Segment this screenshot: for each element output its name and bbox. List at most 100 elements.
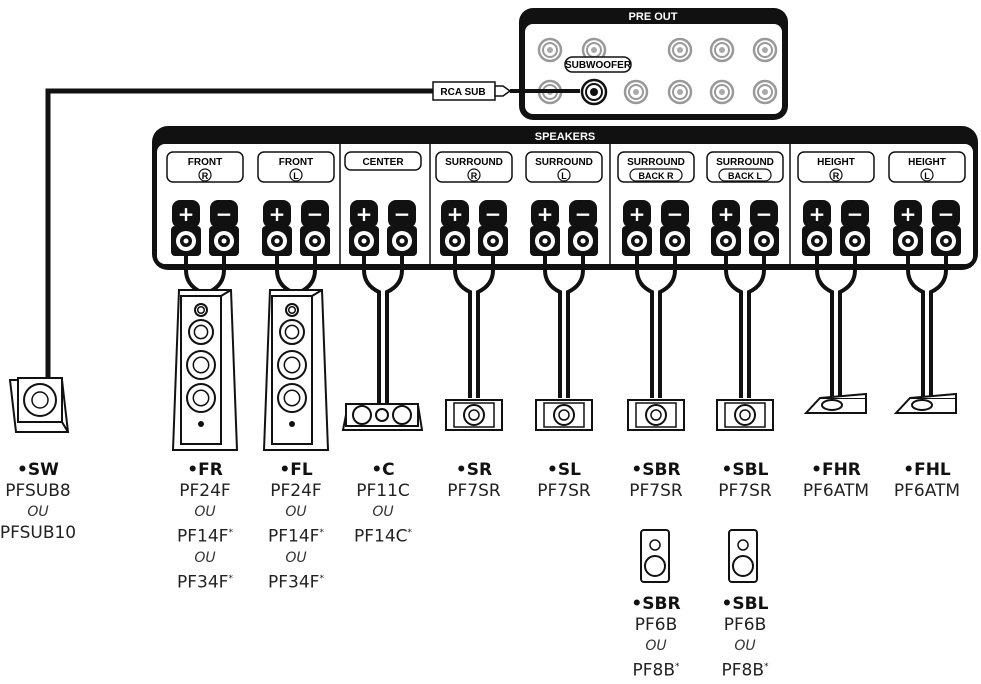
label-sbr-line1: PF7SR	[629, 481, 683, 501]
label-sbr2-ou1: OU	[645, 638, 667, 654]
terminal-minus: −	[660, 200, 690, 256]
channel-2: CENTER+−	[344, 151, 422, 256]
label-sbl2-line1: PF6B	[723, 615, 767, 635]
svg-text:−: −	[575, 202, 592, 226]
channel-sub: L	[293, 171, 299, 181]
channel-name: SURROUND	[627, 157, 685, 168]
label-fl-line1: PF24F	[270, 481, 322, 501]
front-height-right-speaker	[803, 392, 867, 414]
subwoofer-speaker	[8, 377, 70, 433]
svg-text:+: +	[269, 202, 286, 226]
label-fl-ou2: OU	[285, 549, 307, 566]
terminal-minus: −	[478, 200, 508, 256]
label-sbr2: •SBR PF6B OU PF8B*	[631, 594, 680, 682]
cable-pair-2	[362, 255, 404, 404]
channel-name: SURROUND	[445, 157, 503, 168]
center-speaker	[341, 403, 424, 431]
cable-pair-7	[815, 255, 857, 400]
terminal-plus: +	[622, 200, 652, 256]
cable-pair-4	[543, 255, 585, 398]
label-sbr2-line2: PF8B	[632, 660, 676, 681]
label-c-ou1: OU	[372, 504, 394, 520]
label-sr-line1: PF7SR	[447, 481, 501, 501]
subwoofer-label: SUBWOOFER	[565, 60, 632, 71]
svg-text:+: +	[900, 202, 917, 226]
channel-name: SURROUND	[716, 157, 774, 168]
speaker-cables	[184, 255, 948, 404]
label-sbl: •SBL PF7SR	[718, 460, 771, 502]
terminal-plus: +	[802, 200, 832, 256]
label-sw-code: •SW	[17, 460, 59, 480]
label-sbl2: •SBL PF6B OU PF8B*	[721, 594, 768, 682]
svg-text:+: +	[356, 202, 373, 226]
label-sbl2-asterisk1: *	[764, 662, 769, 672]
label-fr-asterisk2: *	[228, 573, 233, 584]
channel-sub: L	[924, 171, 930, 181]
label-fl-ou1: OU	[285, 504, 307, 520]
cable-pair-6	[724, 255, 766, 398]
label-fr-line1: PF24F	[179, 481, 231, 501]
label-sbl-line1: PF7SR	[718, 481, 772, 501]
label-fl-line3: PF34F	[268, 572, 320, 593]
label-fr-code: •FR	[187, 460, 223, 480]
svg-text:+: +	[809, 202, 826, 226]
terminal-plus: +	[171, 200, 201, 256]
terminal-minus: −	[749, 200, 779, 256]
label-fhl-line1: PF6ATM	[893, 481, 961, 501]
cable-pair-8	[906, 255, 948, 400]
terminal-plus: +	[440, 200, 470, 256]
label-sr: •SR PF7SR	[447, 460, 500, 502]
label-sw-ou1: OU	[27, 504, 49, 520]
terminal-minus: −	[387, 200, 417, 256]
label-sl: •SL PF7SR	[537, 460, 590, 502]
label-fr-line2: PF14F	[177, 526, 229, 547]
rca-sub-label: RCA SUB	[440, 87, 485, 98]
surround-back-left-bookshelf-speaker	[728, 529, 758, 583]
terminal-plus: +	[893, 200, 923, 256]
label-fhr: •FHR PF6ATM	[803, 460, 869, 502]
label-sbr2-code: •SBR	[631, 594, 681, 614]
svg-text:+: +	[718, 202, 735, 226]
label-sw-line2: PFSUB10	[0, 523, 77, 543]
label-fr-ou2: OU	[194, 549, 216, 566]
label-fhl: •FHL PF6ATM	[894, 460, 960, 502]
svg-text:−: −	[394, 202, 411, 226]
label-sbl2-ou1: OU	[734, 638, 756, 654]
label-c-asterisk1: *	[407, 528, 413, 538]
terminal-plus: +	[711, 200, 741, 256]
svg-text:+: +	[537, 202, 554, 226]
label-sw-line1: PFSUB8	[5, 481, 71, 501]
speakers-title: SPEAKERS	[535, 131, 596, 143]
terminal-minus: −	[840, 200, 870, 256]
svg-text:−: −	[216, 202, 233, 226]
svg-text:−: −	[756, 202, 773, 226]
label-fr: •FR PF24F OU PF14F* OU PF34F*	[177, 460, 233, 593]
terminal-minus: −	[568, 200, 598, 256]
pre-out-title: PRE OUT	[629, 11, 678, 23]
surround-speaker-2	[627, 399, 685, 431]
label-sl-code: •SL	[547, 460, 581, 480]
channel-name: HEIGHT	[817, 157, 855, 168]
front-right-tower-speaker	[171, 289, 239, 451]
label-fl: •FL PF24F OU PF14F* OU PF34F*	[268, 460, 324, 593]
front-height-left-speaker	[893, 392, 957, 414]
label-sbl2-line2: PF8B	[721, 660, 765, 681]
surround-speaker-1	[535, 399, 593, 431]
surround-speaker-0	[445, 399, 503, 431]
label-sr-code: •SR	[455, 460, 493, 480]
channel-sub: BACK L	[728, 171, 762, 181]
terminal-minus: −	[931, 200, 961, 256]
front-left-tower-speaker	[262, 289, 330, 451]
label-fr-asterisk1: *	[228, 528, 233, 538]
rca-sub-cable: RCA SUB	[45, 81, 580, 380]
channel-sub: L	[561, 171, 567, 181]
terminal-minus: −	[300, 200, 330, 256]
label-sbr: •SBR PF7SR	[629, 460, 682, 502]
label-c-line1: PF11C	[356, 481, 410, 501]
terminal-plus: +	[262, 200, 292, 256]
